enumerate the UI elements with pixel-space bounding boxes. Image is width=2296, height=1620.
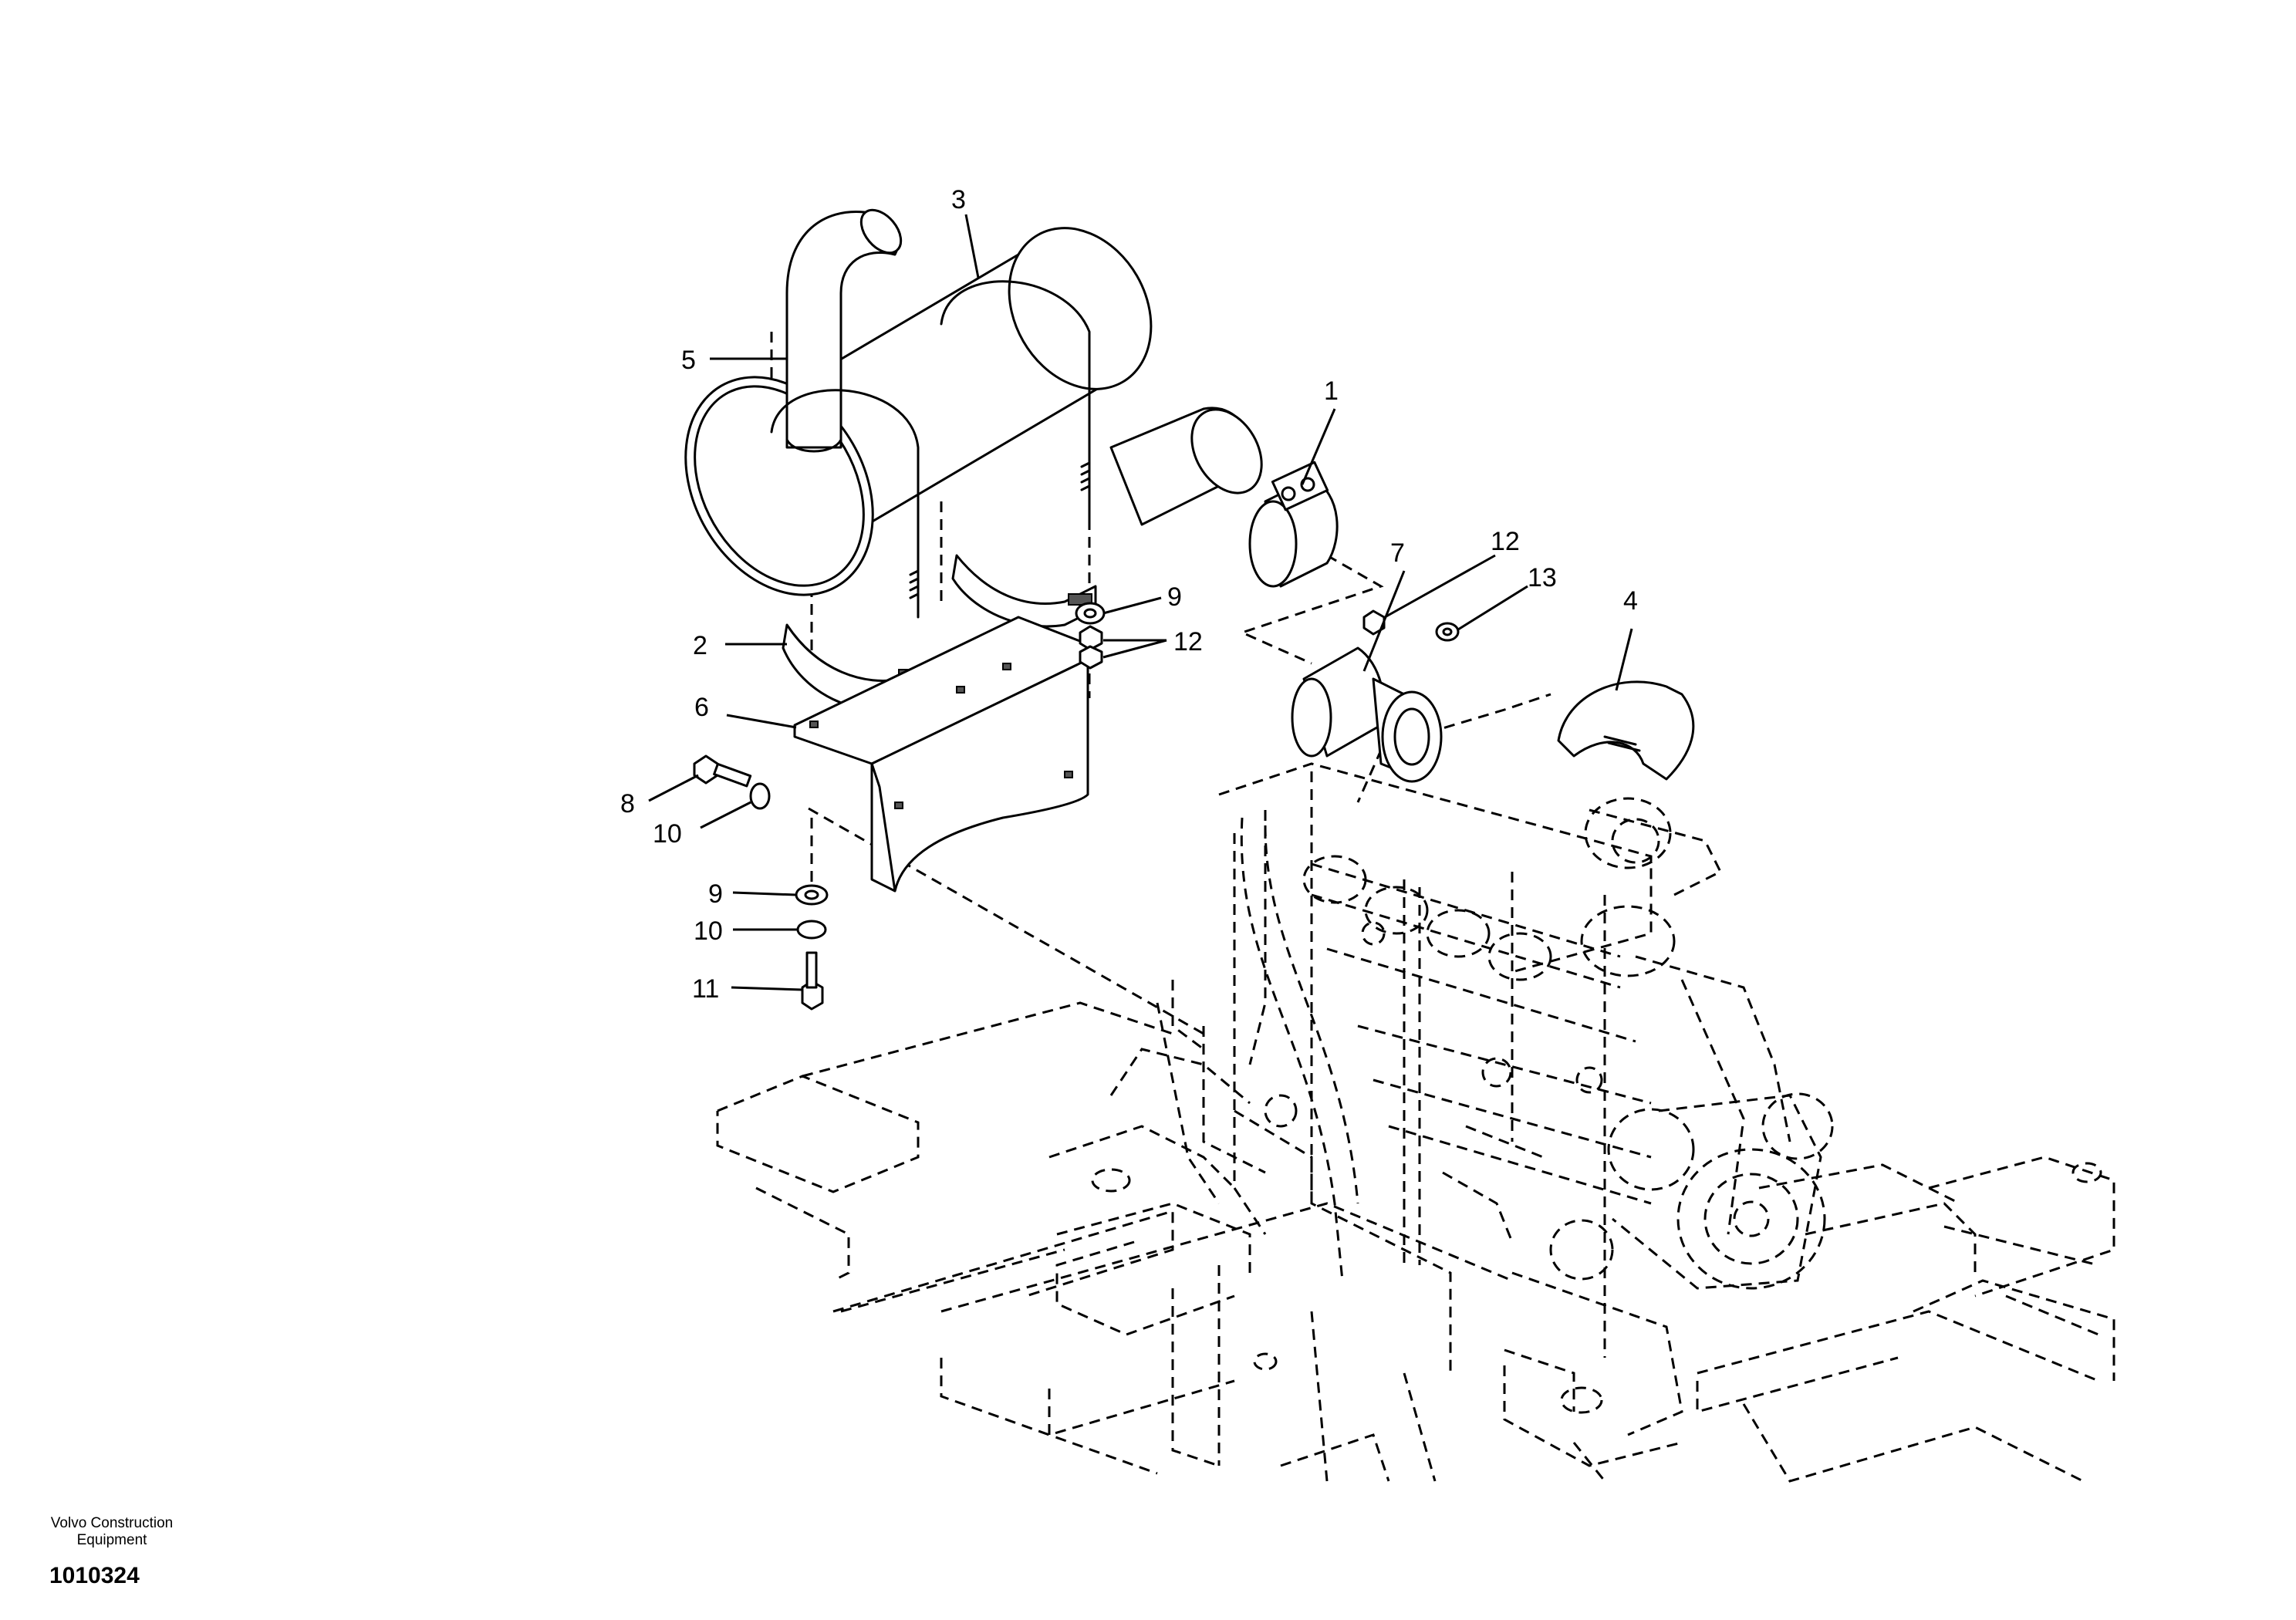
pipe-clamp (1248, 461, 1339, 588)
heat-shield (1557, 680, 1695, 781)
callout-12-upper: 12 (1491, 527, 1520, 556)
callout-7: 7 (1390, 538, 1405, 568)
u-bolts (770, 280, 1091, 619)
callout-6: 6 (694, 693, 709, 722)
callout-9-lower: 9 (708, 879, 723, 909)
company-line-1: Volvo Construction (50, 1515, 174, 1531)
flex-pipe (1291, 646, 1443, 783)
callout-12-lower: 12 (1173, 627, 1203, 656)
drawing-number: 1010324 (49, 1563, 140, 1588)
callout-11: 11 (692, 974, 719, 1004)
callout-3: 3 (951, 185, 966, 214)
callout-4: 4 (1623, 586, 1638, 616)
fasteners (693, 602, 1460, 1011)
muffler (684, 227, 1263, 596)
callout-numbers: 1 2 3 4 5 6 7 8 9 9 10 10 11 12 12 13 (620, 185, 1638, 1004)
callout-1: 1 (1324, 376, 1339, 406)
callout-2: 2 (693, 631, 707, 660)
callout-10-upper: 10 (653, 819, 682, 849)
callout-5: 5 (681, 346, 696, 375)
callout-13: 13 (1528, 563, 1557, 592)
footer-company: Volvo Construction Equipment (31, 1515, 193, 1549)
callout-9-upper: 9 (1167, 582, 1182, 612)
company-line-2: Equipment (76, 1532, 147, 1548)
callout-10-lower: 10 (694, 916, 723, 946)
tail-pipe (785, 208, 903, 453)
callout-8: 8 (620, 789, 635, 818)
callout-leaders (648, 214, 1633, 991)
mounting-bracket (793, 616, 1089, 893)
engine-frame-outline (716, 762, 2115, 1483)
